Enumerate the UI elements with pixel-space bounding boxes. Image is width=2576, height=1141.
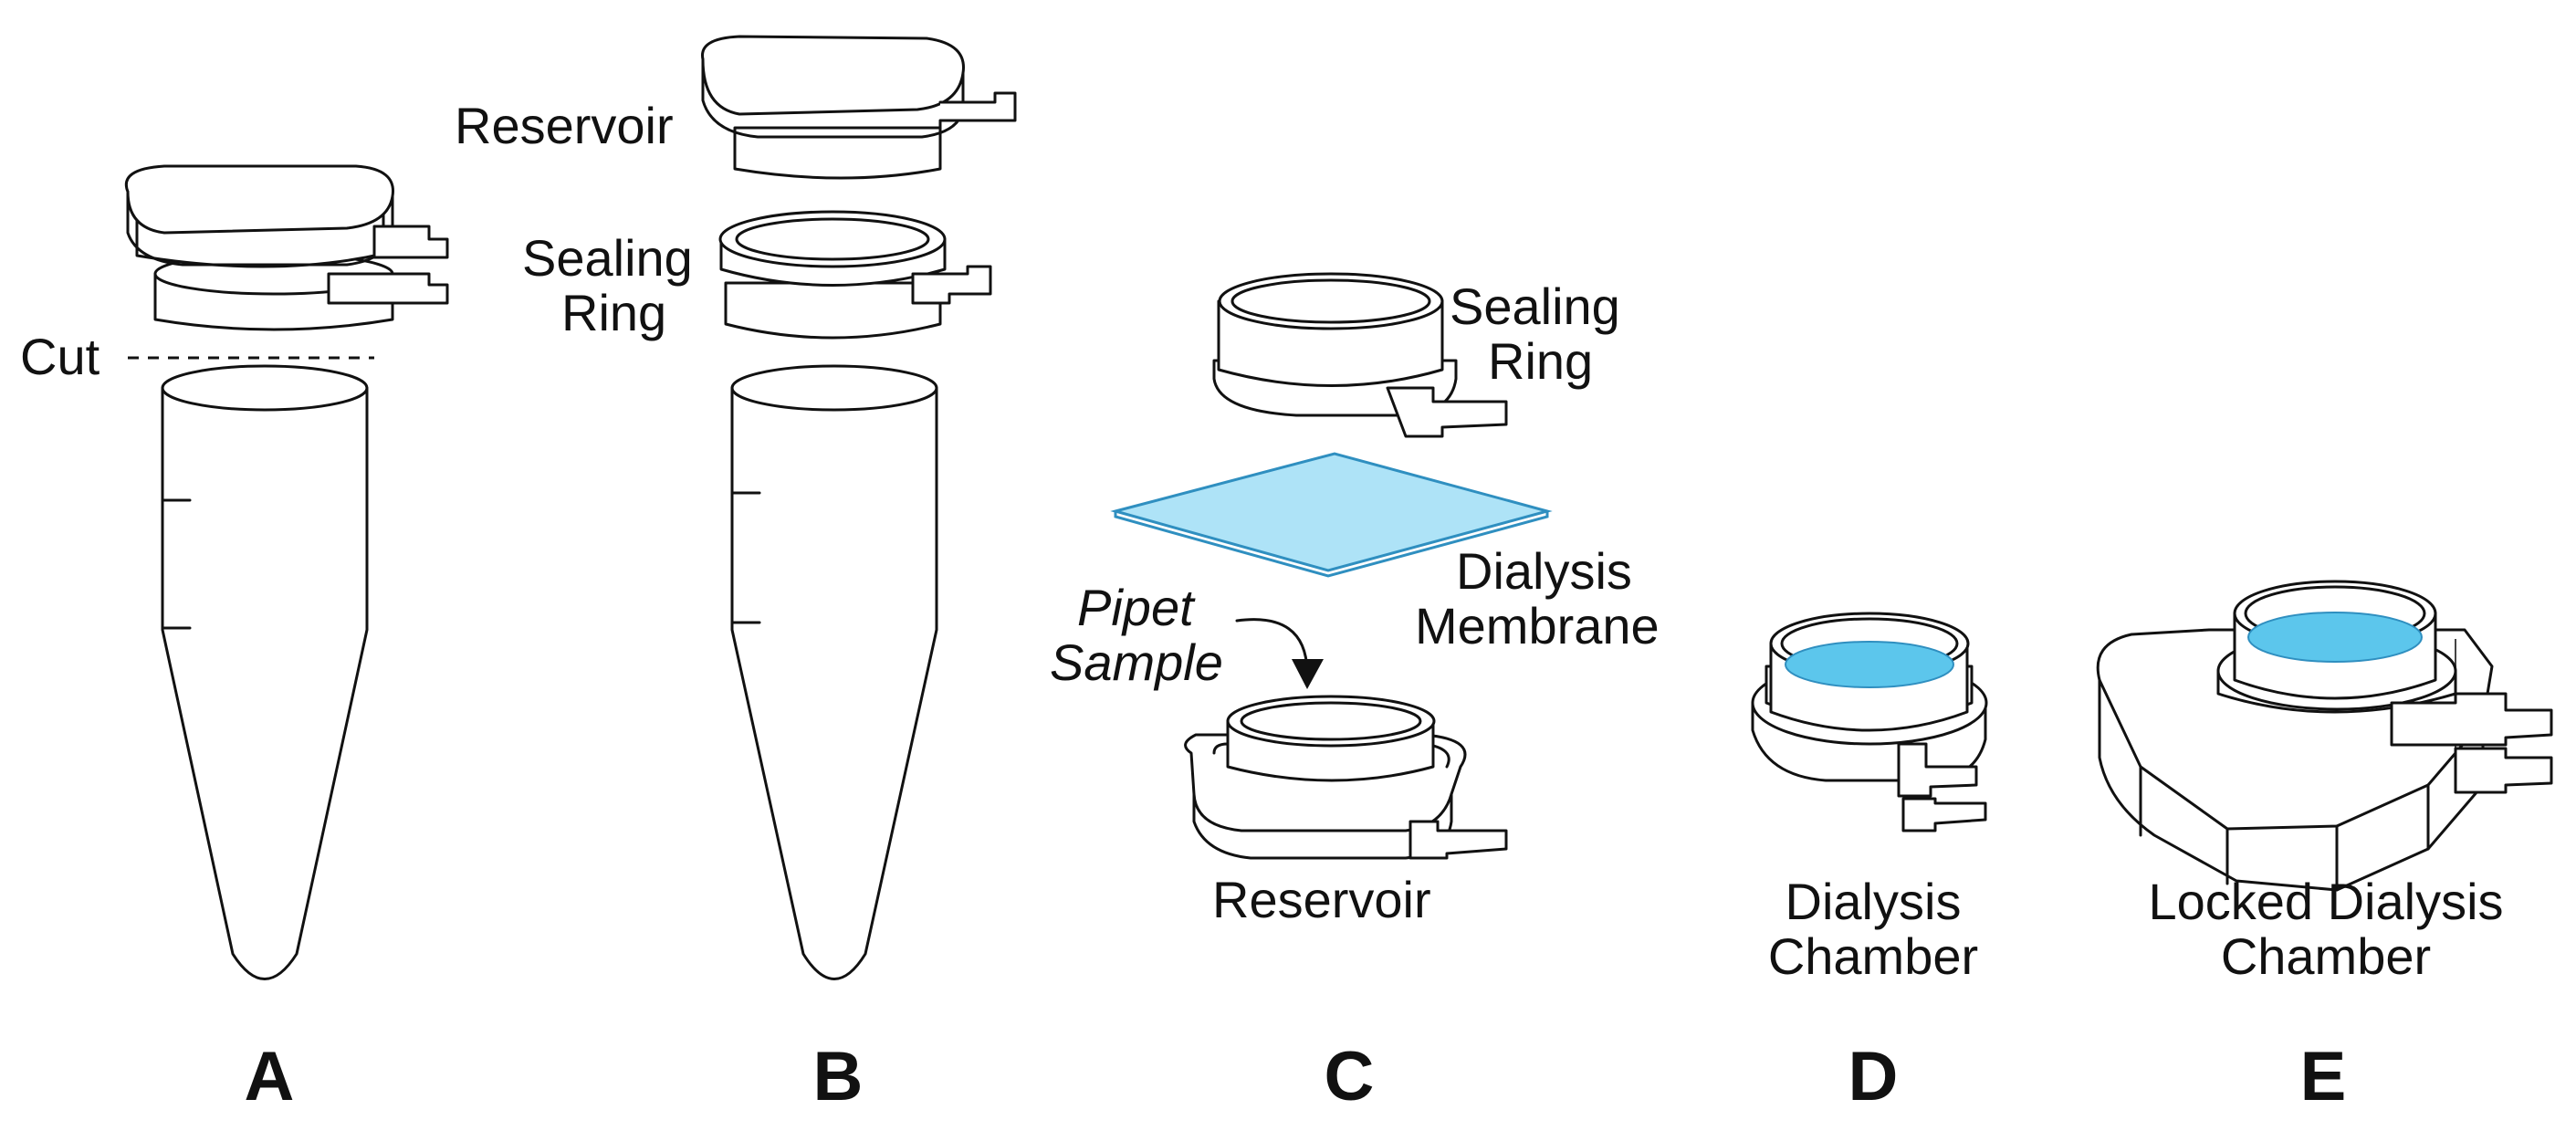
pipet-label-line1: Pipet — [1077, 579, 1196, 636]
dialysis-membrane-edge — [1114, 511, 1549, 578]
panel-letter-a: A — [245, 1038, 295, 1115]
chamber-label-d-line1: Dialysis — [1785, 873, 1962, 930]
dialysis-chamber-d — [1751, 612, 1988, 832]
sealing-ring-label-b-line2: Ring — [561, 284, 666, 341]
panel-letter-b: B — [813, 1038, 864, 1115]
conical-tube-a — [161, 364, 369, 980]
pipet-label-line2: Sample — [1050, 633, 1223, 691]
sealing-ring-label-c-line1: Sealing — [1450, 277, 1620, 335]
panel-letter-d: D — [1848, 1038, 1899, 1115]
panel-a: Cut A — [20, 164, 449, 1115]
tube-cap-a — [125, 164, 449, 331]
chamber-label-e-line2: Chamber — [2221, 927, 2431, 985]
sealing-ring-c — [1212, 272, 1508, 438]
sealing-ring-label-c-line2: Ring — [1488, 332, 1593, 390]
reservoir-c — [1184, 695, 1508, 860]
reservoir-label-c: Reservoir — [1212, 871, 1431, 928]
sealing-ring-b — [718, 210, 992, 340]
pipet-arrowhead-icon — [1292, 659, 1324, 689]
sample-fluid-e — [2247, 612, 2423, 663]
membrane-label-line1: Dialysis — [1456, 542, 1632, 600]
sealing-ring-label-b-line1: Sealing — [522, 229, 693, 287]
panel-e: Locked Dialysis Chamber E — [2096, 580, 2553, 1115]
membrane-label-line2: Membrane — [1415, 597, 1660, 654]
chamber-label-e-line1: Locked Dialysis — [2148, 873, 2503, 930]
panel-letter-e: E — [2300, 1038, 2347, 1115]
pipet-arrow — [1235, 618, 1309, 673]
panel-b: Reservoir Sealing Ring B — [455, 35, 1017, 1115]
reservoir-label-b: Reservoir — [455, 97, 674, 154]
panel-letter-c: C — [1325, 1038, 1375, 1115]
locked-dialysis-chamber-e — [2096, 580, 2553, 892]
cut-label: Cut — [20, 328, 100, 385]
panel-d: Dialysis Chamber D — [1751, 612, 1988, 1115]
sample-fluid-d — [1785, 641, 1954, 688]
panel-c: Sealing Ring Dialysis Membrane Pipet Sam… — [1050, 272, 1660, 1115]
chamber-label-d-line2: Chamber — [1768, 927, 1978, 985]
conical-tube-b — [730, 364, 938, 980]
reservoir-b — [701, 35, 1017, 180]
